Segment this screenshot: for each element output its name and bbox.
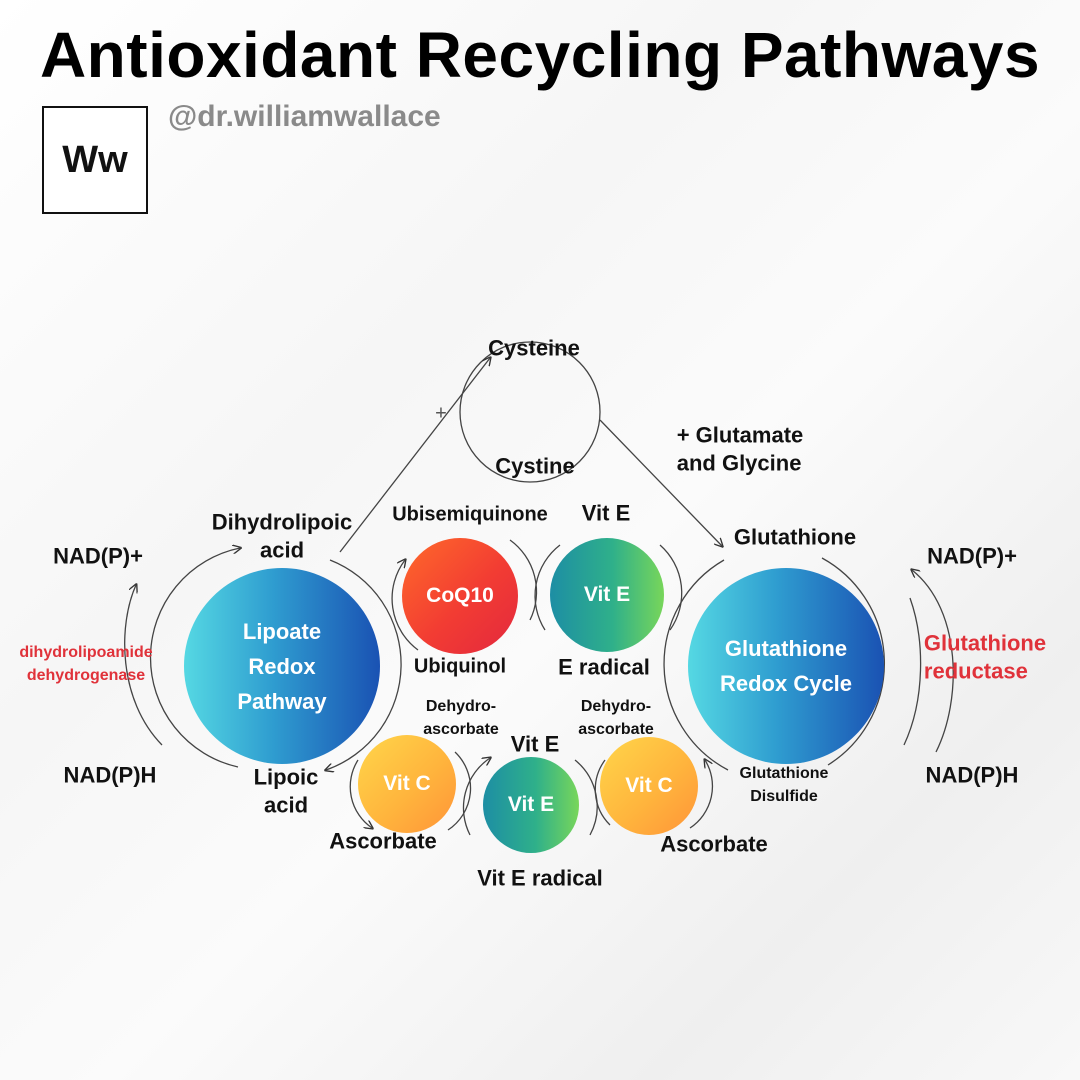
label-vit-e-top: Vit E <box>581 500 631 526</box>
glutathione-cycle-left-arrow <box>663 559 729 771</box>
vitc-left-cycle-arrow <box>349 759 372 828</box>
label-nadph-right: NAD(P)H <box>925 762 1019 788</box>
label-cysteine: Cysteine <box>488 335 580 361</box>
vitc-left-cycle-right-arrow <box>447 751 472 831</box>
nadp-left-arrow <box>124 585 163 746</box>
arrow-lipoic-to-cysteine <box>339 358 490 553</box>
label-dihydrolipoic-acid: Dihydrolipoic acid <box>212 509 353 564</box>
label-nadp-plus-right: NAD(P)+ <box>927 543 1017 569</box>
lipoate-cycle-left-arrow <box>149 548 240 768</box>
coq10-cycle-right-arrow <box>509 539 538 621</box>
lipoate-line-1: Lipoate <box>242 618 322 644</box>
vite-top-cycle-arrow <box>534 544 561 631</box>
vit-e-bottom-node: Vit E <box>483 757 579 853</box>
glutathione-line-1: Glutathione <box>724 636 848 661</box>
dihydrolipoic-acid-text: Dihydrolipoic acid <box>211 509 353 563</box>
nadp-right-back-arrow <box>903 597 922 746</box>
enzyme-right-text: Glutathione reductase <box>923 630 1047 684</box>
label-vit-e-mid: Vit E <box>510 731 560 757</box>
glutamate-glycine-text: + Glutamate and Glycine <box>676 422 804 476</box>
label-enzyme-right: Glutathione reductase <box>924 630 1046 685</box>
label-nadph-left: NAD(P)H <box>63 762 157 788</box>
cystine-cycle-arrow <box>459 341 601 483</box>
vitc-right-cycle-right-arrow <box>689 760 714 829</box>
coq10-node: CoQ10 <box>402 538 518 654</box>
label-dehydroascorbate-right: Dehydro- ascorbate <box>578 695 654 741</box>
label-vit-e-radical: Vit E radical <box>477 865 603 891</box>
label-cystine: Cystine <box>495 453 575 479</box>
lipoic-acid-text: Lipoic acid <box>253 764 319 818</box>
label-plus: + <box>435 402 447 425</box>
author-handle: @dr.williamwallace <box>168 100 441 133</box>
label-enzyme-left: dihydrolipoamide dehydrogenase <box>19 641 152 687</box>
glutathione-redox-node: Glutathione Redox Cycle <box>688 568 884 764</box>
lipoate-line-3: Pathway <box>237 688 327 714</box>
label-dehydroascorbate-left: Dehydro- ascorbate <box>423 695 499 741</box>
label-ascorbate-right: Ascorbate <box>660 831 768 857</box>
logo: Ww <box>42 106 148 214</box>
nadp-right-arrow <box>912 570 954 753</box>
vitc-right-cycle-arrow <box>594 759 611 826</box>
dehydroascorbate-left-text: Dehydro- ascorbate <box>423 697 499 738</box>
lipoate-cycle-right-arrow <box>326 559 402 770</box>
coq10-cycle-left-arrow <box>391 560 419 651</box>
label-nadp-plus-left: NAD(P)+ <box>53 543 143 569</box>
glutathione-cycle-right-arrow <box>821 557 885 766</box>
page-title: Antioxidant Recycling Pathways <box>39 19 1041 91</box>
vite-top-cycle-right-arrow <box>659 544 683 631</box>
vite-bottom-cycle-arrow <box>462 758 490 836</box>
label-ubiquinol: Ubiquinol <box>413 655 507 678</box>
label-lipoic-acid: Lipoic acid <box>254 764 319 819</box>
label-glutathione: Glutathione <box>733 524 857 550</box>
arrow-cystine-to-glutathione <box>599 419 722 546</box>
label-glutathione-disulfide: Glutathione Disulfide <box>740 762 829 808</box>
lipoate-line-2: Redox <box>248 653 316 679</box>
vit-e-top-node: Vit E <box>550 538 664 652</box>
label-ubisemiquinone: Ubisemiquinone <box>392 503 548 526</box>
label-glutamate-glycine: + Glutamate and Glycine <box>677 422 804 477</box>
vit-c-left-node: Vit C <box>358 735 456 833</box>
vit-c-right-node: Vit C <box>600 737 698 835</box>
label-ascorbate-left: Ascorbate <box>329 828 437 854</box>
label-e-radical: E radical <box>558 654 650 680</box>
lipoate-redox-node: Lipoate Redox Pathway <box>184 568 380 764</box>
glutathione-disulfide-text: Glutathione Disulfide <box>739 764 829 805</box>
glutathione-line-2: Redox Cycle <box>719 671 853 696</box>
enzyme-left-text: dihydrolipoamide dehydrogenase <box>19 643 153 684</box>
dehydroascorbate-right-text: Dehydro- ascorbate <box>578 697 654 738</box>
